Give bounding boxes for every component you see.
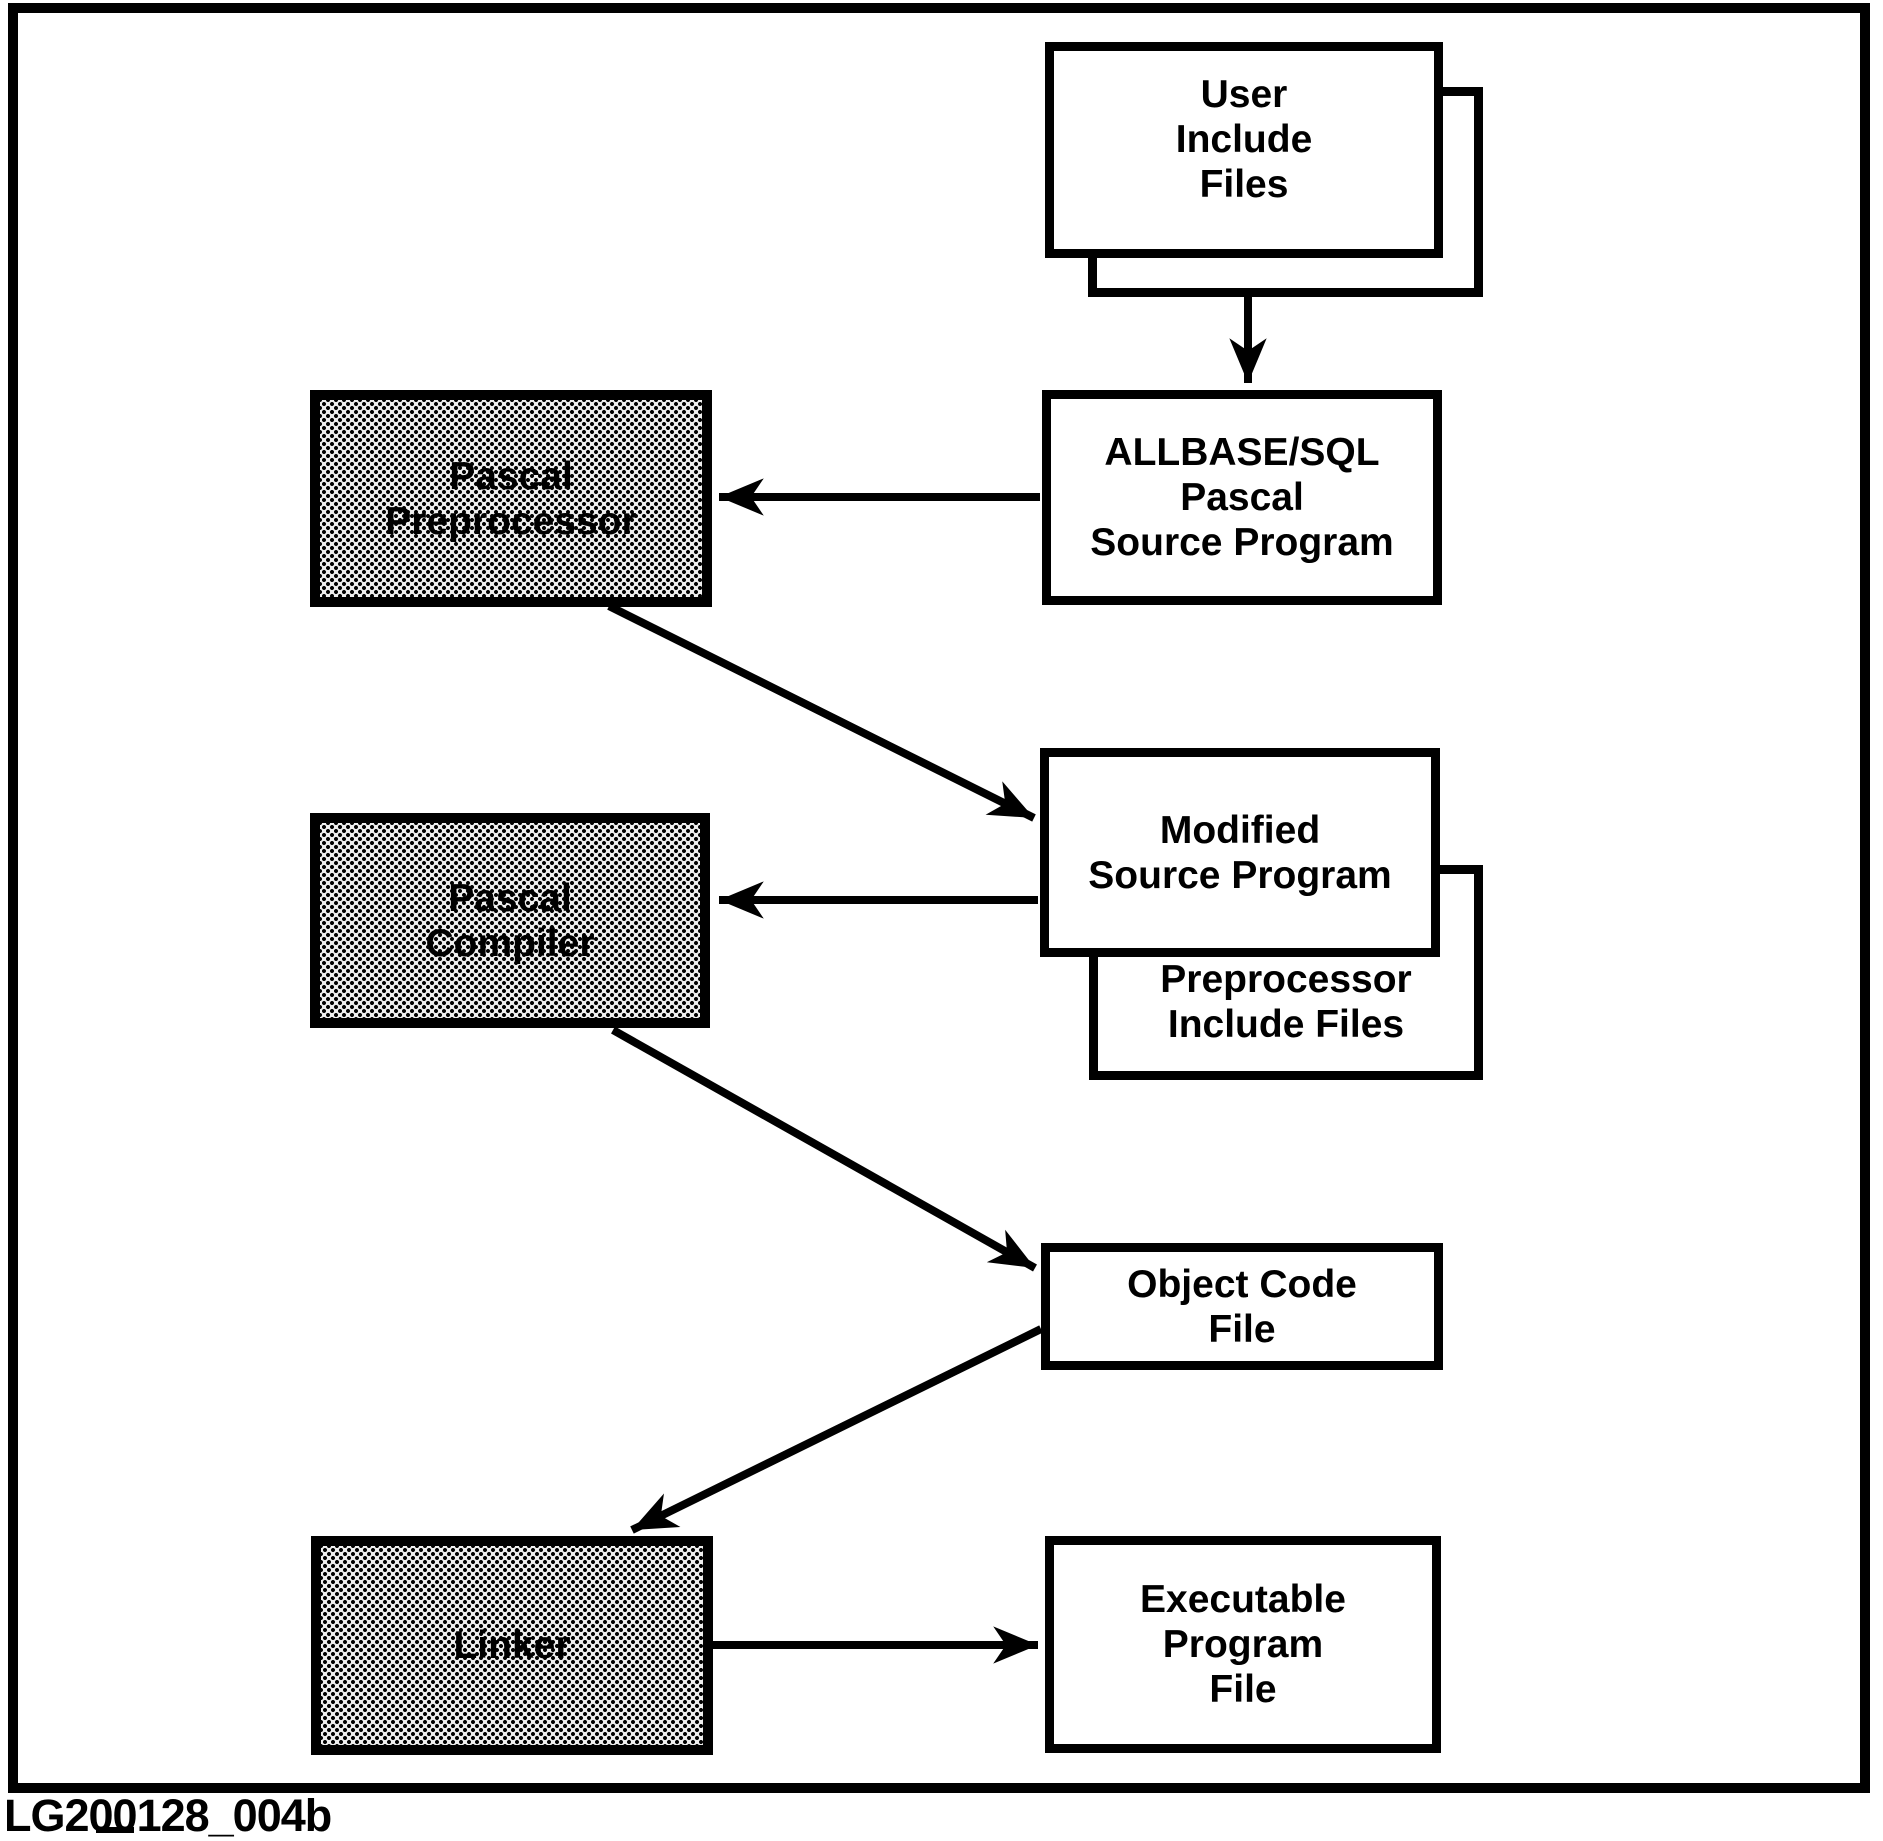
node-pascal-preprocessor: Pascal Preprocessor <box>310 390 712 607</box>
node-modified-source-program-label: Modified Source Program <box>1088 808 1392 897</box>
node-preprocessor-include-files-label: Preprocessor Include Files <box>1160 958 1412 1046</box>
node-user-include-files-label: User Include Files <box>1175 72 1313 206</box>
caption-underscore-mark <box>96 1827 134 1833</box>
node-linker-label: Linker <box>453 1624 571 1667</box>
node-linker: Linker <box>311 1536 713 1755</box>
node-executable-program-file: Executable Program File <box>1045 1536 1441 1753</box>
node-modified-source-program: Modified Source Program <box>1040 748 1440 957</box>
node-user-include-files: User Include Files <box>1045 42 1443 258</box>
node-pascal-compiler: Pascal Compiler <box>310 813 710 1028</box>
node-allbase-sql-pascal-source-program-label: ALLBASE/SQL Pascal Source Program <box>1090 431 1394 564</box>
node-object-code-file-label: Object Code File <box>1127 1262 1357 1351</box>
node-object-code-file: Object Code File <box>1041 1243 1443 1370</box>
node-allbase-sql-pascal-source-program: ALLBASE/SQL Pascal Source Program <box>1042 390 1442 605</box>
node-pascal-compiler-label: Pascal Compiler <box>425 876 595 965</box>
figure-border <box>8 3 1870 1793</box>
node-executable-program-file-label: Executable Program File <box>1140 1578 1346 1711</box>
node-pascal-preprocessor-label: Pascal Preprocessor <box>385 454 637 543</box>
figure-id-label: LG200128_004b <box>4 1790 332 1841</box>
